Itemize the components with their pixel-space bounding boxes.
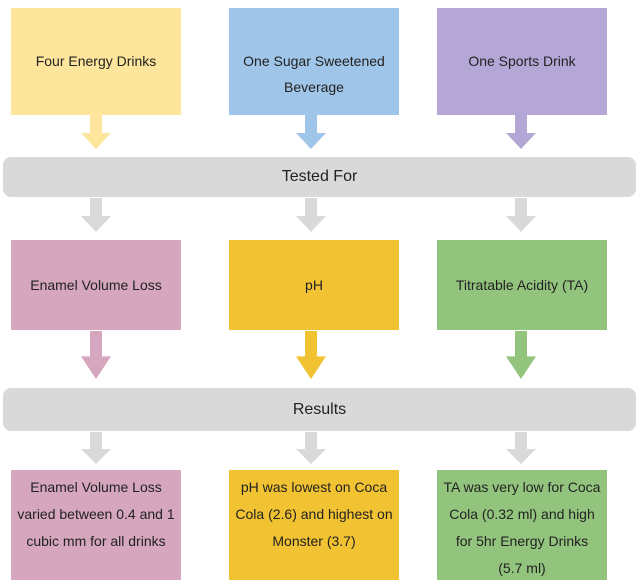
arrow-down-icon	[296, 432, 326, 464]
arrow-down-icon	[506, 115, 536, 149]
arrow-down-icon	[296, 331, 326, 379]
source-box-sugar-beverage: One Sugar Sweetened Beverage	[229, 8, 399, 115]
arrow-down-icon	[296, 198, 326, 232]
arrow-down-icon	[506, 198, 536, 232]
test-label: pH	[305, 277, 323, 293]
source-box-sports-drink: One Sports Drink	[437, 8, 607, 115]
result-box-enamel: Enamel Volume Loss varied between 0.4 an…	[11, 470, 181, 580]
source-label: One Sports Drink	[468, 53, 576, 69]
result-text: Enamel Volume Loss varied between 0.4 an…	[17, 479, 175, 549]
result-text: pH was lowest on Coca Cola (2.6) and hig…	[235, 479, 393, 549]
result-box-ta: TA was very low for Coca Cola (0.32 ml) …	[437, 470, 607, 580]
arrow-down-icon	[81, 115, 111, 149]
test-box-ta: Titratable Acidity (TA)	[437, 240, 607, 330]
result-text: TA was very low for Coca Cola (0.32 ml) …	[443, 479, 601, 576]
tested-for-label: Tested For	[281, 168, 358, 185]
test-label: Titratable Acidity (TA)	[455, 277, 589, 293]
arrow-down-icon	[506, 331, 536, 379]
test-box-enamel: Enamel Volume Loss	[11, 240, 181, 330]
result-box-ph: pH was lowest on Coca Cola (2.6) and hig…	[229, 470, 399, 580]
source-label: Four Energy Drinks	[35, 53, 157, 69]
tested-for-bar: Tested For	[3, 157, 636, 197]
arrow-down-icon	[81, 198, 111, 232]
arrow-down-icon	[506, 432, 536, 464]
source-label: One Sugar Sweetened Beverage	[243, 53, 385, 95]
arrow-down-icon	[81, 432, 111, 464]
source-box-energy-drinks: Four Energy Drinks	[11, 8, 181, 115]
arrow-down-icon	[296, 115, 326, 149]
arrow-down-icon	[81, 331, 111, 379]
results-bar: Results	[3, 388, 636, 431]
test-label: Enamel Volume Loss	[30, 277, 162, 293]
results-label: Results	[292, 400, 347, 418]
test-box-ph: pH	[229, 240, 399, 330]
